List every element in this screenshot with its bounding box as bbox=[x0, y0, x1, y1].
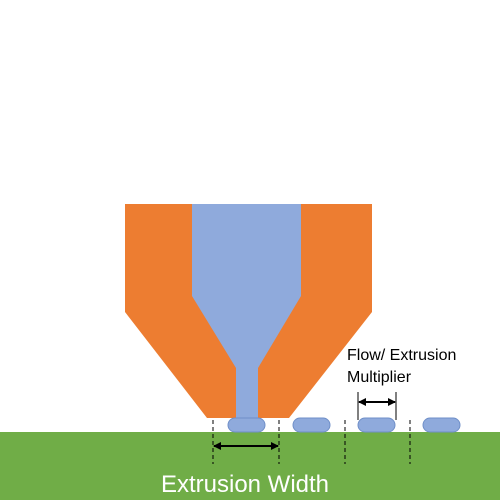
flow-label-line1: Flow/ Extrusion bbox=[347, 347, 456, 364]
bead-4 bbox=[422, 417, 461, 433]
bead-under-nozzle bbox=[227, 417, 266, 433]
filament-channel bbox=[192, 204, 301, 418]
extrusion-width-label: Extrusion Width bbox=[161, 471, 329, 498]
flow-label-line2: Multiplier bbox=[347, 369, 412, 386]
bead-3 bbox=[357, 417, 396, 433]
bead-2 bbox=[292, 417, 331, 433]
